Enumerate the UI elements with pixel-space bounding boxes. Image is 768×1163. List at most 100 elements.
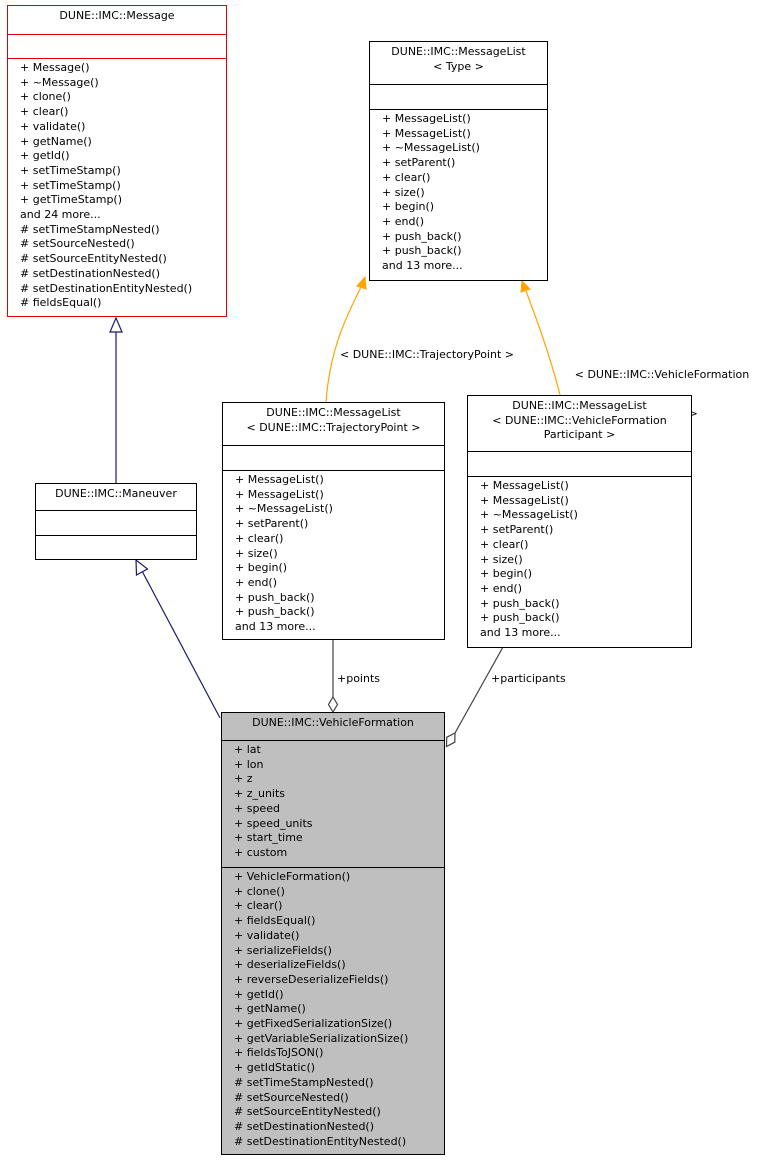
method-entry: + MessageList() [235,473,324,486]
method-entry: + clear() [382,170,431,184]
method-entry: + getName() [234,1002,306,1016]
method-entry: + clear() [480,537,529,551]
class-maneuver-attributes [36,510,196,535]
method-entry: and 13 more... [235,620,316,634]
class-message-list-trajectory-point-name: DUNE::IMC::MessageList< DUNE::IMC::Traje… [223,403,444,445]
vehicle-formation-inherits-maneuver-edge [141,570,221,719]
method-entry: + getId() [234,987,284,1001]
method-entry: + deserializeFields() [234,958,346,972]
class-name-line: < Type > [433,59,484,73]
method-entry: + size() [382,185,425,199]
class-name-line: Participant > [543,428,616,442]
method-entry: + setParent() [480,523,554,537]
method-entry: # setTimeStampNested() [234,1075,374,1089]
method-entry: # setDestinationEntityNested() [234,1134,407,1148]
method-entry: + begin() [235,561,288,575]
method-entry: # setSourceNested() [234,1090,349,1104]
method-entry: + end() [235,575,278,589]
participant-template-edge [525,290,561,396]
method-entry: # setTimeStampNested() [20,222,160,236]
class-message-list-template[interactable]: DUNE::IMC::MessageList< Type > + Message… [369,41,548,281]
template-arrowhead-participant [520,279,531,293]
class-name-line: DUNE::IMC::VehicleFormation [252,716,414,729]
trajectory-template-edge [325,286,362,403]
method-entry: + MessageList() [235,487,324,501]
class-vehicle-formation-name: DUNE::IMC::VehicleFormation [222,713,444,740]
method-entry: + MessageList() [382,112,471,125]
class-name-line: DUNE::IMC::Message [59,9,175,22]
method-entry: + push_back() [382,229,462,243]
method-entry: + push_back() [480,611,560,625]
method-entry: + size() [480,552,523,566]
method-entry: + clear() [20,105,69,119]
method-entry: + push_back() [480,596,560,610]
method-entry: + MessageList() [480,479,569,492]
class-message-methods: + Message()+ ~Message()+ clone()+ clear(… [8,58,226,311]
class-message-list-vehicle-formation-participant-methods: + MessageList()+ MessageList()+ ~Message… [468,476,691,641]
points-role-label: +points [337,672,381,685]
method-entry: + begin() [480,567,533,581]
method-entry: + getName() [20,134,92,148]
attribute-entry: + z [234,772,253,786]
class-name-line: DUNE::IMC::MessageList [391,45,526,58]
method-entry: + ~MessageList() [235,502,333,516]
attribute-entry: + z_units [234,787,286,801]
method-entry: and 13 more... [480,626,561,640]
method-entry: + push_back() [235,590,315,604]
class-message-list-vehicle-formation-participant-attributes [468,451,691,476]
class-name-line: < DUNE::IMC::VehicleFormation [492,413,667,427]
method-entry: and 13 more... [382,259,463,273]
method-entry: + setParent() [382,156,456,170]
method-entry: # setSourceEntityNested() [20,252,167,266]
method-entry: + ~MessageList() [480,508,578,522]
class-message-list-vehicle-formation-participant[interactable]: DUNE::IMC::MessageList< DUNE::IMC::Vehic… [467,395,692,648]
points-aggregation-diamond [327,695,339,714]
method-entry: # setSourceEntityNested() [234,1105,381,1119]
method-entry: + clone() [20,90,71,104]
method-entry: + size() [235,546,278,560]
method-entry: + setTimeStamp() [20,163,121,177]
method-entry: + Message() [20,61,90,74]
participants-aggregation-diamond [445,732,456,748]
attribute-entry: + start_time [234,831,303,845]
method-entry: + push_back() [235,605,315,619]
participants-association-edge [454,646,504,734]
method-entry: # setDestinationNested() [20,266,161,280]
class-message-list-trajectory-point[interactable]: DUNE::IMC::MessageList< DUNE::IMC::Traje… [222,402,445,640]
participants-role-label: +participants [491,672,566,685]
inheritance-arrowhead-message [109,316,123,333]
method-entry: + VehicleFormation() [234,870,351,883]
method-entry: + end() [382,214,425,228]
method-entry: + fieldsToJSON() [234,1046,324,1060]
method-entry: + clear() [234,899,283,913]
method-entry: + serializeFields() [234,943,332,957]
method-entry: + validate() [234,928,300,942]
method-entry: # setDestinationEntityNested() [20,281,193,295]
class-name-line: DUNE::IMC::MessageList [512,399,647,412]
method-entry: + MessageList() [382,126,471,140]
method-entry: + getVariableSerializationSize() [234,1031,409,1045]
inheritance-arrowhead-maneuver [135,558,149,576]
method-entry: + getIdStatic() [234,1061,316,1075]
attribute-entry: + speed [234,801,280,815]
class-maneuver-methods [36,535,196,538]
method-entry: + ~Message() [20,75,99,89]
class-vehicle-formation-attributes: + lat+ lon+ z+ z_units+ speed+ speed_uni… [222,740,444,867]
class-maneuver[interactable]: DUNE::IMC::Maneuver [35,483,197,560]
method-entry: + getId() [20,149,70,163]
class-message-list-trajectory-point-methods: + MessageList()+ MessageList()+ ~Message… [223,470,444,635]
class-message-list-trajectory-point-attributes [223,445,444,470]
class-message-attributes [8,34,226,58]
attribute-entry: + custom [234,845,288,859]
class-message-list-template-name: DUNE::IMC::MessageList< Type > [370,42,547,84]
class-vehicle-formation[interactable]: DUNE::IMC::VehicleFormation + lat+ lon+ … [221,712,445,1155]
attribute-entry: + lon [234,757,264,771]
method-entry: + validate() [20,119,86,133]
method-entry: + push_back() [382,244,462,258]
class-message[interactable]: DUNE::IMC::Message + Message()+ ~Message… [7,5,227,317]
participant-template-label-line: < DUNE::IMC::VehicleFormation [574,368,750,381]
method-entry: # setSourceNested() [20,237,135,251]
method-entry: + getTimeStamp() [20,193,123,207]
class-message-list-vehicle-formation-participant-name: DUNE::IMC::MessageList< DUNE::IMC::Vehic… [468,396,691,451]
